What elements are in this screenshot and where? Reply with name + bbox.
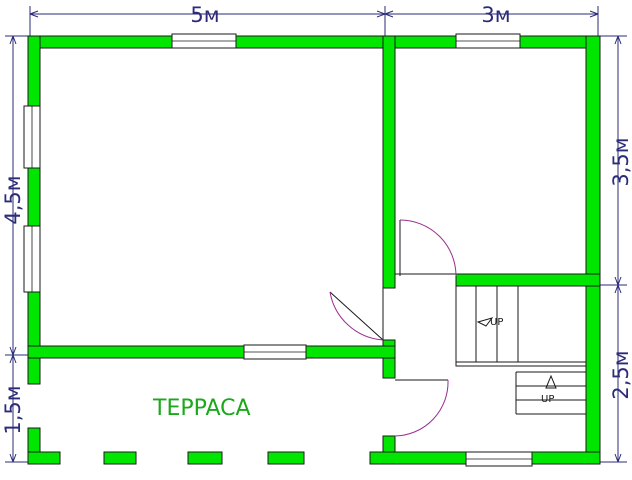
stairs-up-label-2: UP <box>541 394 554 405</box>
stairs-upper-flight <box>455 285 587 367</box>
windows <box>23 33 533 467</box>
wall-left-3 <box>27 291 41 385</box>
wall-bottom-2 <box>103 451 137 465</box>
room-right-outline <box>394 47 587 275</box>
stairs-up-label-1: UP <box>490 317 503 328</box>
wall-top-1 <box>27 35 173 49</box>
dim-label-right-lower: 2,5м <box>609 350 632 399</box>
dim-label-top-right: 3м <box>481 3 510 27</box>
wall-bottom-6 <box>531 451 601 465</box>
dimension-lines <box>5 6 627 463</box>
wall-right <box>585 35 601 465</box>
terrace-label: TEPPACA <box>152 396 251 421</box>
door-left-room-leaf <box>329 291 384 341</box>
wall-left-2 <box>27 167 41 227</box>
wall-mid-2 <box>305 345 396 359</box>
door-terrace-swing <box>394 379 449 437</box>
wall-bottom-1 <box>27 451 61 465</box>
wall-right-room-bottom <box>455 273 601 287</box>
stairs-arrow-2-icon <box>545 374 557 389</box>
wall-left-1 <box>27 35 41 107</box>
dim-label-left-lower: 1,5м <box>1 385 25 434</box>
wall-partition-upper <box>382 35 396 289</box>
stairs-arrow-1-icon <box>476 317 494 327</box>
dim-arrows-right <box>614 35 622 463</box>
dim-label-right-upper: 3,5м <box>609 137 632 186</box>
wall-bottom-5 <box>369 451 467 465</box>
door-left-room-swing <box>329 291 384 341</box>
dim-arrows-top <box>29 10 599 18</box>
dim-arrows-left <box>9 35 17 463</box>
wall-top-2 <box>235 35 457 49</box>
doors <box>329 219 457 437</box>
wall-bottom-4 <box>267 451 305 465</box>
dim-label-top-left: 5м <box>190 3 219 27</box>
dim-label-left-upper: 4,5м <box>1 175 25 224</box>
wall-bottom-3 <box>187 451 223 465</box>
wall-mid-1 <box>27 345 245 359</box>
room-left-outline <box>39 47 384 347</box>
walls <box>27 35 601 465</box>
door-right-room-swing <box>399 219 457 277</box>
stairs: UP UP <box>455 285 587 415</box>
